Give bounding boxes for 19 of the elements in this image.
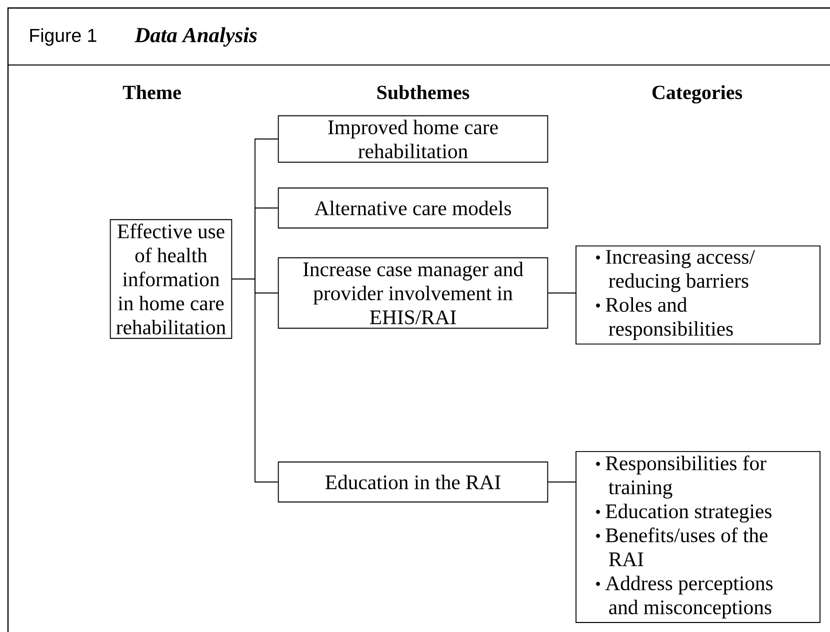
list-item: Address perceptions and misconceptions — [605, 576, 773, 618]
theme-box: Effective use of health information in home care rehabilitation — [110, 219, 232, 339]
subtheme-box: Increase case manager and provider involvement in EHIS/RAI — [278, 257, 548, 329]
connector-line — [548, 292, 576, 294]
category-box — [576, 451, 820, 623]
list-item: Education strategies — [606, 504, 772, 523]
list-item: Benefits/uses of the RAI — [606, 528, 768, 566]
list-item: Roles and responsibilities — [606, 297, 733, 340]
figure-number: Figure 1 — [30, 28, 96, 46]
subtheme-box: Improved home care rehabilitation — [278, 115, 548, 163]
figure-title: Data Analysis — [134, 27, 257, 47]
connector-line — [232, 278, 278, 482]
column-heading: Categories — [652, 85, 742, 104]
subtheme-box: Education in the RAI — [278, 462, 548, 502]
list-item: Responsibilities for training — [606, 456, 766, 499]
list-item: Increasing access/ reducing barriers — [606, 250, 755, 292]
category-box — [576, 246, 820, 345]
column-heading: Theme — [122, 85, 181, 100]
subtheme-box: Alternative care models — [278, 188, 548, 228]
